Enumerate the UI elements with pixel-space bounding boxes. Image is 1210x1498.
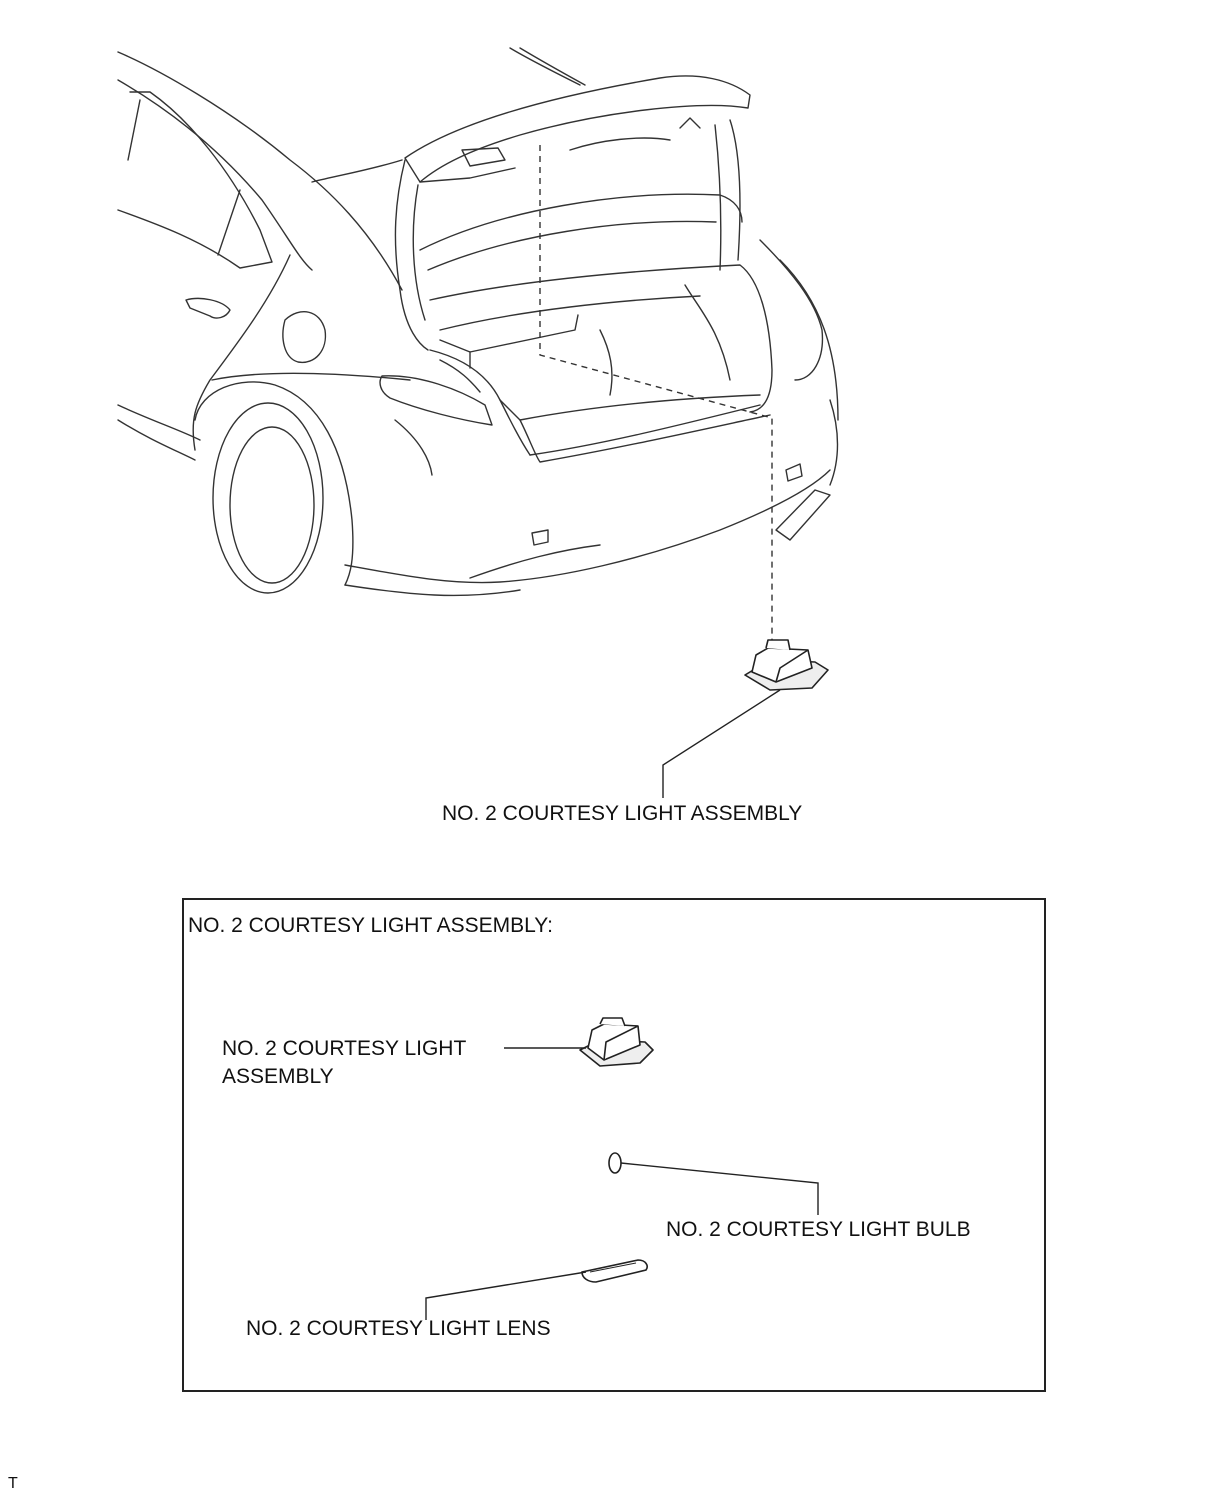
main-callout-leader [663, 690, 780, 798]
lens-leader [426, 1272, 586, 1320]
detail-box [182, 898, 1046, 1392]
detail-assembly-label-line1: NO. 2 COURTESY LIGHT [222, 1037, 467, 1060]
bulb-label: NO. 2 COURTESY LIGHT BULB [666, 1218, 971, 1241]
detail-assembly-label-line2: ASSEMBLY [222, 1065, 334, 1088]
lens-label: NO. 2 COURTESY LIGHT LENS [246, 1317, 551, 1340]
footer-mark: T [8, 1475, 18, 1492]
courtesy-light-assembly-part [745, 640, 828, 690]
trunk-opening [430, 265, 772, 462]
bulb-leader [621, 1163, 818, 1215]
courtesy-light-lens-part [582, 1260, 647, 1282]
trunk-lid [395, 48, 750, 350]
main-assembly-label: NO. 2 COURTESY LIGHT ASSEMBLY [442, 802, 803, 825]
car-body-outline [118, 52, 838, 595]
detail-assembly-part [580, 1018, 653, 1066]
projection-dashed-line [540, 145, 772, 642]
detail-box-title: NO. 2 COURTESY LIGHT ASSEMBLY: [188, 914, 553, 937]
